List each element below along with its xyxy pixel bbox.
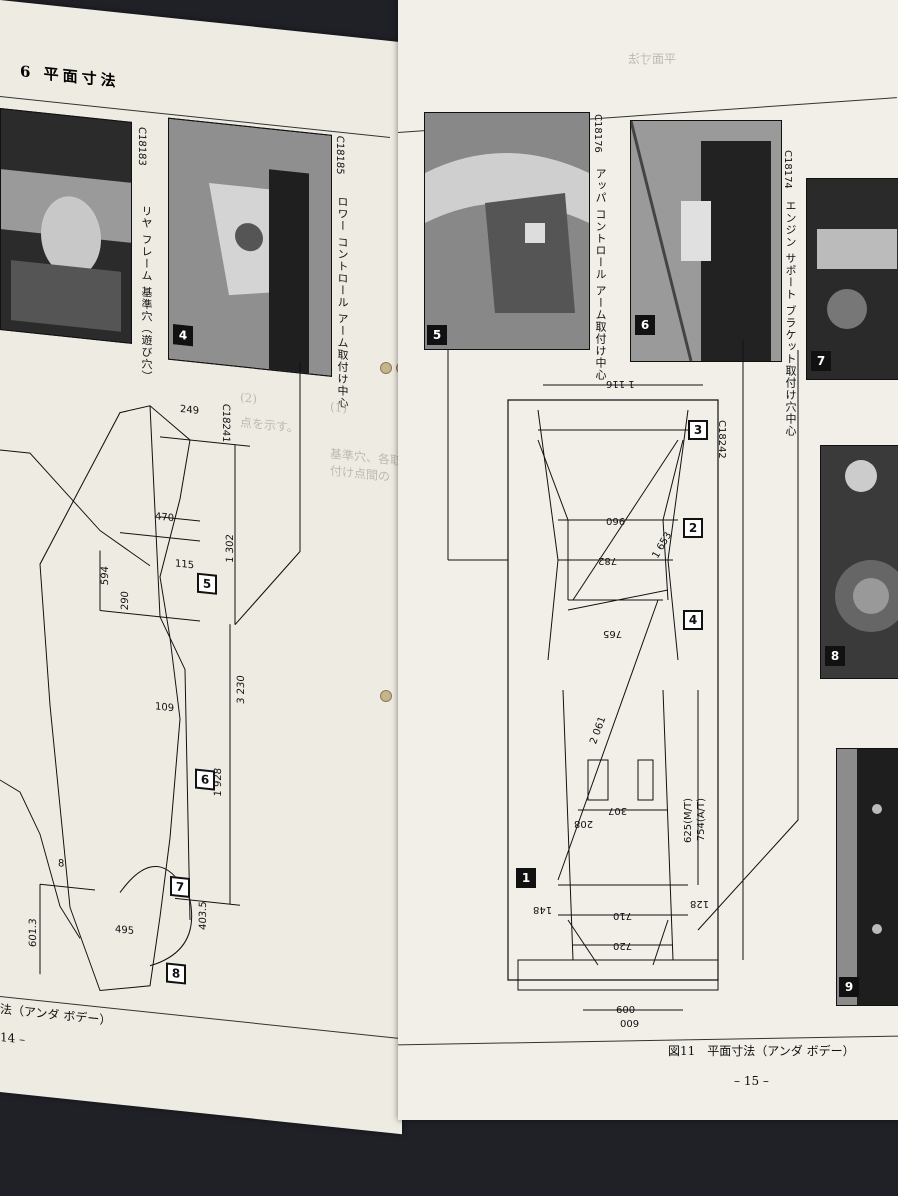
photo-number: 6 bbox=[635, 315, 655, 335]
dim-label: 600 bbox=[620, 1017, 640, 1028]
dim-label: 403.5 bbox=[198, 900, 209, 931]
dim-label: 601.3 bbox=[28, 917, 39, 948]
dim-label: 1 116 bbox=[606, 378, 635, 389]
dim-label: 495 bbox=[115, 924, 135, 938]
dim-label: 1 302 bbox=[225, 533, 236, 564]
dim-label: 625(M/T) bbox=[683, 798, 694, 843]
dim-label: 290 bbox=[120, 590, 131, 611]
binding-hole bbox=[380, 362, 392, 374]
right-page: 平面寸法 5 C18176 アッパ コントロール アーム取付け中心 6 C181… bbox=[398, 0, 898, 1120]
photo-caption: アッパ コントロール アーム取付け中心 bbox=[594, 168, 607, 381]
dim-label: 594 bbox=[100, 565, 111, 586]
photo-upper-control-arm: 5 bbox=[424, 112, 590, 350]
dim-label: 782 bbox=[598, 555, 618, 566]
marker-5: 5 bbox=[197, 572, 217, 595]
photo-caption: エンジン サポート ブラケット取付け穴中心 bbox=[784, 200, 797, 437]
photo-lower-control-arm: 4 bbox=[168, 117, 332, 377]
marker-8: 8 bbox=[166, 962, 186, 985]
photo-code: C18176 bbox=[592, 114, 603, 153]
photo-number: 7 bbox=[811, 351, 831, 371]
left-page: 6 平面寸法 C18183 リヤ フレーム 基準穴（遊び穴） 4 C18185 … bbox=[0, 0, 402, 1135]
photo-engine-support: 6 bbox=[630, 120, 782, 362]
page-number: 14 – bbox=[0, 1030, 26, 1047]
dim-label: 115 bbox=[175, 558, 195, 572]
underbody-diagram-left bbox=[0, 361, 301, 992]
dim-label: 128 bbox=[690, 898, 710, 909]
marker-6: 6 bbox=[195, 768, 215, 791]
marker-3: 3 bbox=[688, 420, 708, 440]
photo-7: 7 bbox=[806, 178, 898, 380]
figure-caption: 図11 平面寸法（アンダ ボデー） bbox=[668, 1044, 855, 1058]
page-number: – 15 – bbox=[734, 1074, 769, 1088]
marker-4: 4 bbox=[683, 610, 703, 630]
dim-label: 960 bbox=[606, 515, 626, 526]
photo-number: 5 bbox=[427, 325, 447, 345]
dim-label: 754(A/T) bbox=[696, 798, 707, 842]
photo-code: C18174 bbox=[782, 150, 793, 189]
photo-9: 9 bbox=[836, 748, 898, 1006]
marker-2: 2 bbox=[683, 518, 703, 538]
dim-label: 249 bbox=[180, 403, 200, 417]
diagram-code: C18242 bbox=[716, 420, 727, 459]
dim-label: 208 bbox=[574, 818, 594, 829]
dim-label: 8 bbox=[58, 858, 65, 870]
photo-8: 8 bbox=[820, 445, 898, 679]
photo-number: 9 bbox=[839, 977, 859, 997]
dim-label: 470 bbox=[155, 511, 175, 525]
marker-1: 1 bbox=[516, 868, 536, 888]
photo-number: 8 bbox=[825, 646, 845, 666]
dim-label: 765 bbox=[603, 628, 623, 639]
dim-label: 600 bbox=[616, 1005, 636, 1016]
marker-7: 7 bbox=[170, 875, 190, 898]
dim-label: 720 bbox=[613, 940, 633, 951]
underbody-diagram-right bbox=[447, 340, 799, 1011]
dim-label: 109 bbox=[155, 701, 175, 715]
dim-label: 307 bbox=[608, 805, 628, 816]
photo-rear-frame bbox=[0, 108, 132, 344]
dim-label: 148 bbox=[533, 904, 553, 915]
binding-hole bbox=[380, 690, 392, 702]
diagram-code: C18241 bbox=[220, 403, 231, 444]
dim-label: 710 bbox=[613, 910, 633, 921]
dim-label: 3 230 bbox=[236, 674, 247, 705]
